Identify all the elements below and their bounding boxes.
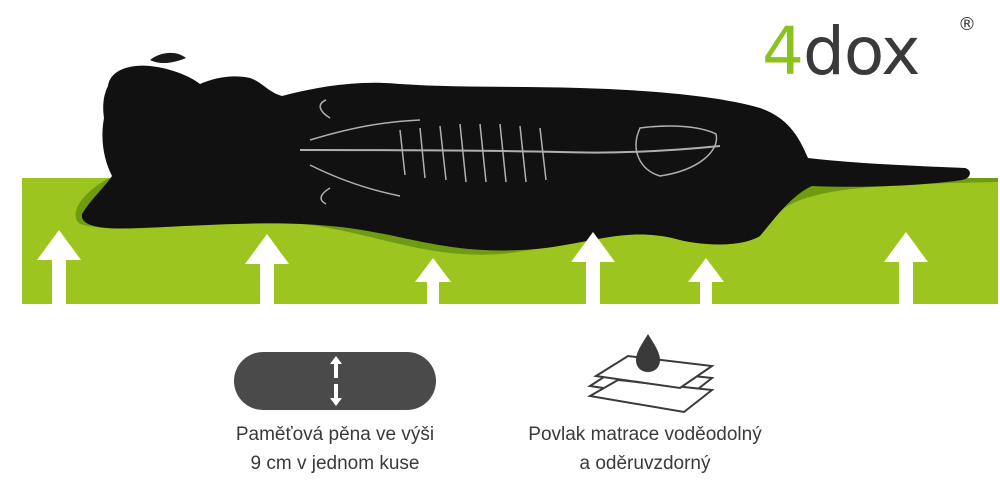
- memory-foam-block-icon: [234, 352, 436, 410]
- logo-text: 4dox: [762, 12, 920, 92]
- support-arrows: [37, 230, 928, 304]
- feature-memory-foam: Paměťová pěna ve výši 9 cm v jednom kuse: [200, 420, 470, 478]
- logo-word: dox: [803, 13, 920, 90]
- registered-mark: ®: [958, 14, 976, 35]
- brand-logo: 4dox ®: [762, 12, 982, 92]
- feature-cover-line-1: Povlak matrace voděodolný: [528, 424, 762, 445]
- dog-silhouette: [81, 52, 970, 251]
- feature-cover-line-2: a oděruvzdorný: [579, 453, 711, 474]
- skeleton-xray: [299, 99, 721, 205]
- arrow-up-icon: [571, 232, 615, 304]
- arrow-up-icon: [688, 258, 724, 304]
- waterproof-layers-icon: [587, 334, 715, 414]
- arrow-up-icon: [37, 230, 81, 304]
- arrow-up-icon: [245, 234, 289, 304]
- arrow-up-icon: [884, 232, 928, 304]
- logo-digit: 4: [762, 13, 804, 90]
- feature-waterproof-cover: Povlak matrace voděodolný a oděruvzdorný: [495, 420, 795, 478]
- feature-foam-line-2: 9 cm v jednom kuse: [250, 453, 420, 474]
- arrow-up-icon: [415, 258, 451, 304]
- feature-foam-line-1: Paměťová pěna ve výši: [235, 424, 435, 445]
- water-drop-icon: [636, 334, 660, 372]
